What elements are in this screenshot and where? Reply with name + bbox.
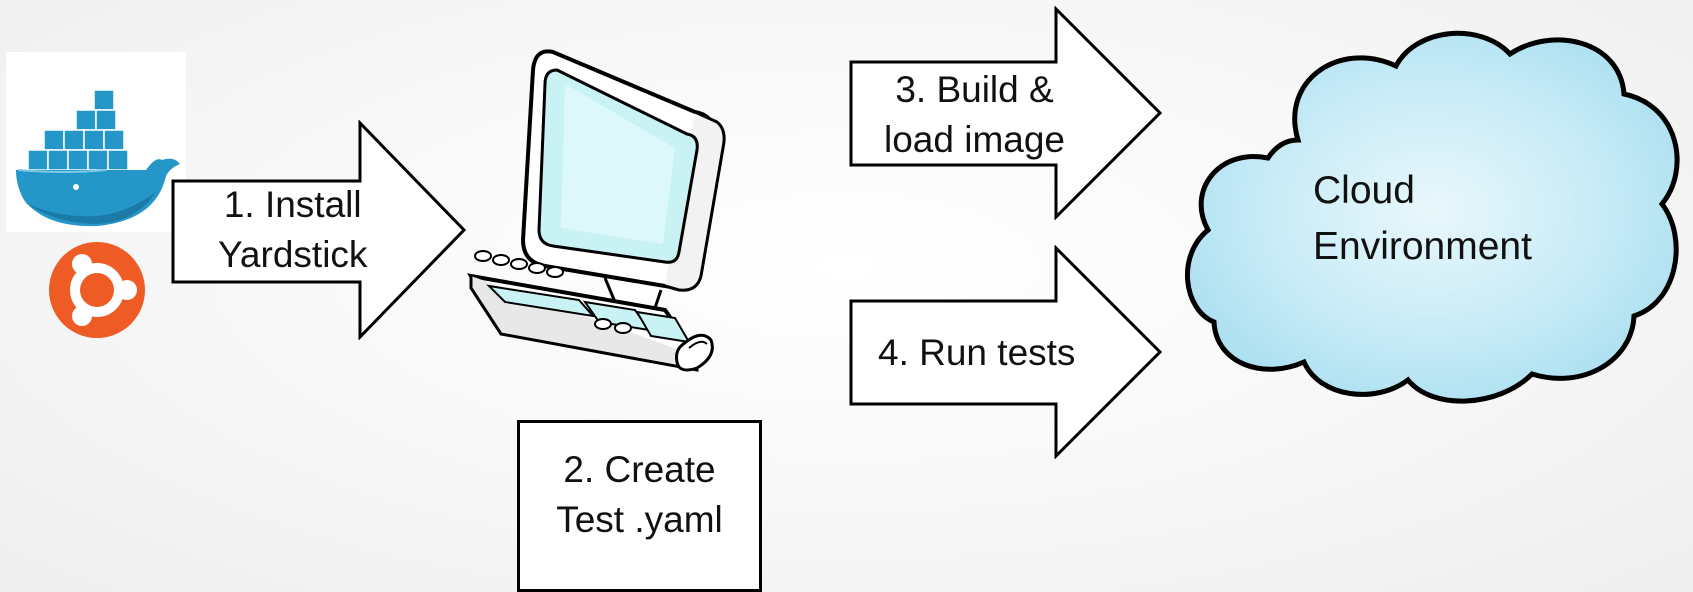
cloud-shape — [1185, 30, 1680, 404]
cloud-label: Cloud Environment — [1313, 169, 1532, 268]
step-4-arrow — [849, 245, 1163, 459]
ubuntu-logo-icon — [47, 240, 147, 340]
step-2-label-line1: 2. Create — [563, 449, 716, 490]
docker-whale-icon — [6, 52, 186, 232]
step-4-label: 4. Run tests — [878, 332, 1076, 373]
step-2-box: 2. Create Test .yaml — [517, 420, 762, 592]
step-3-arrow — [849, 6, 1163, 220]
step-1-arrow — [171, 120, 467, 340]
step-1-label: 1. Install Yardstick — [218, 184, 368, 275]
step-3-label: 3. Build & load image — [884, 69, 1066, 160]
desktop-computer-icon — [466, 49, 726, 372]
step-2-label-line2: Test .yaml — [556, 499, 723, 540]
